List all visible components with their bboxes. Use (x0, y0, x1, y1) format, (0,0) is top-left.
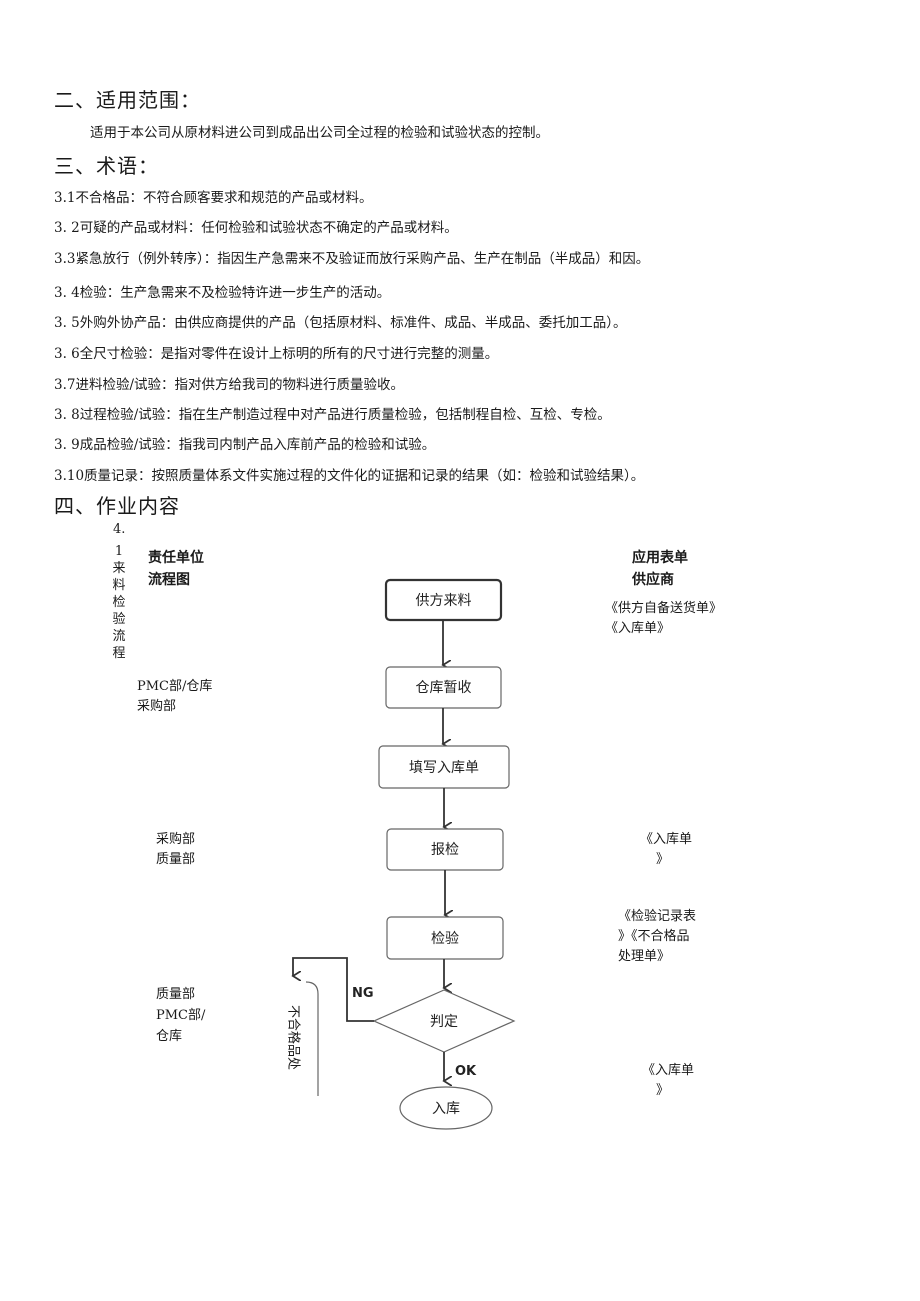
flow-decision: 判定 (372, 989, 516, 1053)
supplier-label: 供应商 (632, 572, 674, 588)
form-3-line1: 《检验记录表 (618, 909, 697, 924)
flow-step-4-label: 报检 (431, 842, 459, 858)
flow-step-report-inspection: 报检 (386, 828, 504, 871)
term-1: 3.1不合格品：不符合顾客要求和规范的产品或材料。 (54, 190, 373, 206)
term-3: 3.3紧急放行（例外转序）：指因生产急需来不及验证而放行采购产品、生产在制品（半… (54, 251, 650, 267)
flow-end-warehouse-in: 入库 (399, 1086, 493, 1130)
subsection-title-vertical: 1来料检验流程 (112, 544, 126, 661)
form-4-line2: 》 (656, 1083, 670, 1098)
form-2-line2: 》 (656, 852, 670, 867)
flow-end-label: 入库 (432, 1101, 460, 1117)
col-flowchart-header: 流程图 (148, 572, 190, 588)
flow-step-2-label: 仓库暂收 (416, 680, 472, 696)
section-3-heading: 三、术语： (54, 154, 159, 178)
resp-3-line1: 质量部 (156, 987, 196, 1002)
resp-1-line2: 采购部 (137, 699, 177, 714)
flow-step-5-label: 检验 (431, 931, 459, 947)
resp-3-line3: 仓库 (156, 1029, 183, 1044)
section-2-text: 适用于本公司从原材料进公司到成品出公司全过程的检验和试验状态的控制。 (90, 125, 549, 141)
flow-step-supplier-delivery: 供方来料 (384, 578, 503, 622)
subsection-number: 4. (113, 522, 126, 537)
term-7: 3.7进料检验/试验：指对供方给我司的物料进行质量验收。 (54, 377, 405, 393)
col-forms-header: 应用表单 (632, 550, 688, 566)
form-1-line2: 《入库单》 (605, 621, 671, 636)
term-10: 3.10质量记录：按照质量体系文件实施过程的文件化的证据和记录的结果（如：检验和… (54, 468, 645, 484)
flow-step-fill-receipt: 填写入库单 (378, 745, 510, 789)
form-1-line1: 《供方自备送货单》 (605, 601, 723, 616)
flow-step-warehouse-receive: 仓库暂收 (385, 666, 502, 709)
resp-1-line1: PMC部/仓库 (137, 679, 213, 694)
term-9: 3. 9成品检验/试验：指我司内制产品入库前产品的检验和试验。 (54, 437, 436, 453)
form-2-line1: 《入库单 (640, 832, 693, 847)
form-4-line1: 《入库单 (642, 1063, 695, 1078)
arrow-ng (293, 957, 374, 1022)
flow-step-1-label: 供方来料 (416, 593, 472, 609)
form-3-line3: 处理单》 (618, 949, 671, 964)
flow-step-3-label: 填写入库单 (409, 760, 479, 776)
col-responsible-header: 责任单位 (148, 550, 204, 566)
term-6: 3. 6全尺寸检验：是指对零件在设计上标明的所有的尺寸进行完整的测量。 (54, 346, 499, 362)
flow-decision-label: 判定 (430, 1014, 458, 1030)
term-2: 3. 2可疑的产品或材料：任何检验和试验状态不确定的产品或材料。 (54, 220, 458, 236)
form-3-line2: 》《不合格品 (618, 929, 690, 944)
term-5: 3. 5外购外协产品：由供应商提供的产品（包括原材料、标准件、成品、半成品、委托… (54, 315, 627, 331)
section-4-heading: 四、作业内容 (54, 494, 180, 518)
resp-3-line2: PMC部/ (156, 1008, 206, 1023)
ok-label: OK (455, 1064, 477, 1079)
flow-step-inspection: 检验 (386, 916, 504, 960)
ng-label: NG (352, 986, 374, 1001)
reject-bracket (305, 981, 319, 1096)
term-8: 3. 8过程检验/试验：指在生产制造过程中对产品进行质量检验，包括制程自检、互检… (54, 407, 611, 423)
section-2-heading: 二、适用范围： (54, 88, 201, 112)
term-4: 3. 4检验：生产急需来不及检验特许进一步生产的活动。 (54, 285, 391, 301)
resp-2-line1: 采购部 (156, 832, 196, 847)
resp-2-line2: 质量部 (156, 852, 196, 867)
reject-handling-label: 不合格品处 (285, 1004, 301, 1070)
